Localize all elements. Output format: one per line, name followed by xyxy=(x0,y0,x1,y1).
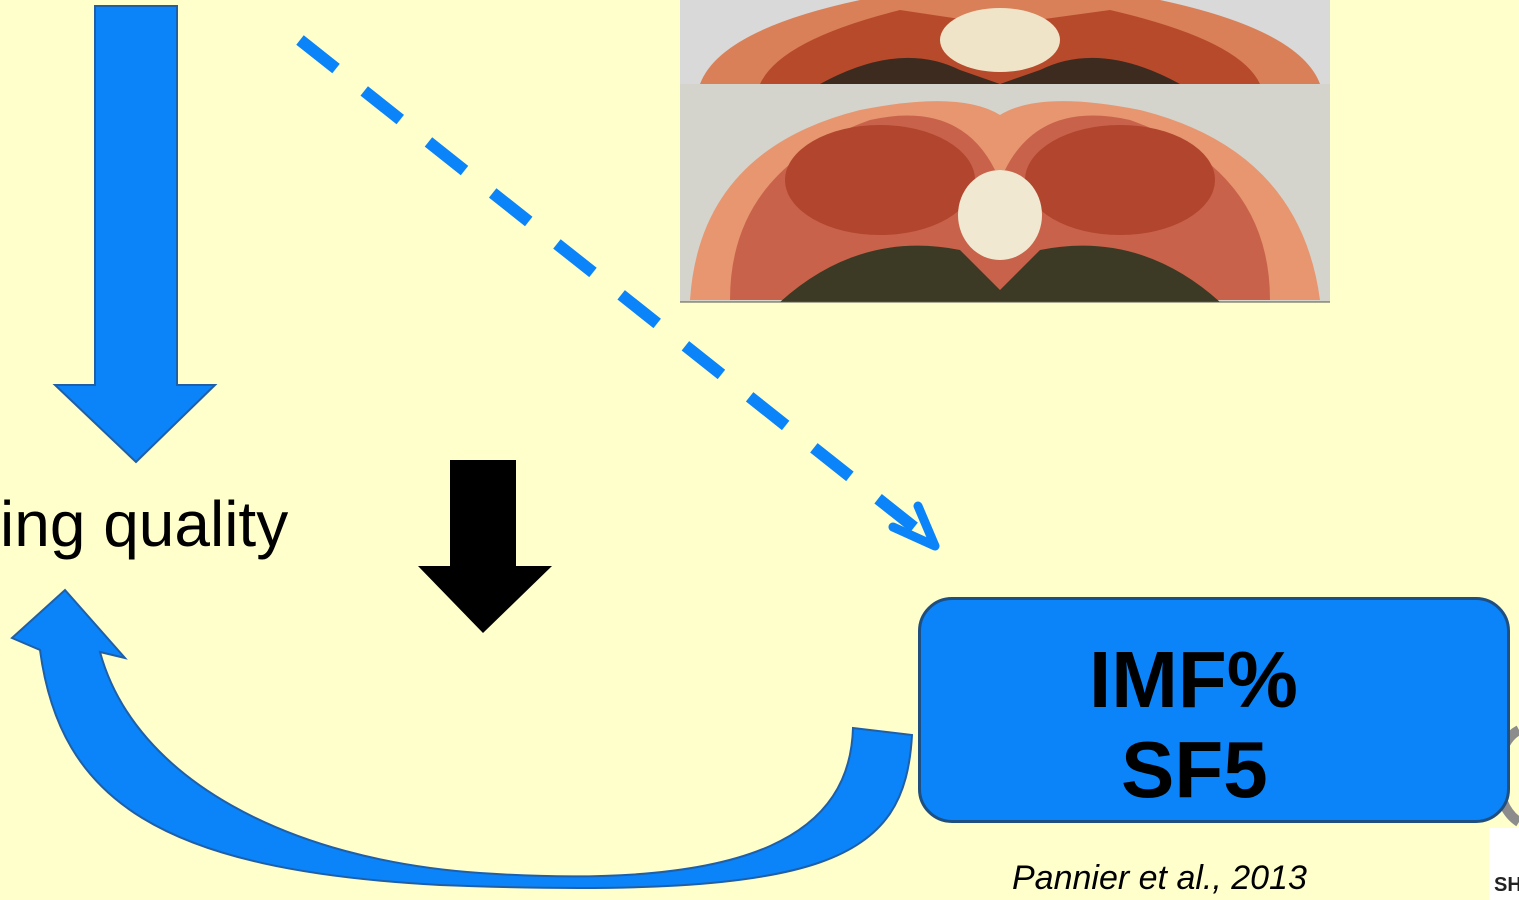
quality-down-arrow-icon xyxy=(418,460,552,633)
citation: Pannier et al., 2013 xyxy=(1012,859,1307,898)
sf5-label: SF5 xyxy=(1121,730,1268,810)
large-down-arrow-icon xyxy=(55,6,215,462)
curved-feedback-arrow xyxy=(12,590,912,888)
imf-sf5-box: IMF% SF5 xyxy=(918,597,1510,823)
logo-text: SHE xyxy=(1494,874,1519,897)
eating-quality-label: ing quality xyxy=(0,492,288,556)
imf-label: IMF% xyxy=(1089,640,1298,720)
meat-cross-section-photos xyxy=(680,0,1330,302)
